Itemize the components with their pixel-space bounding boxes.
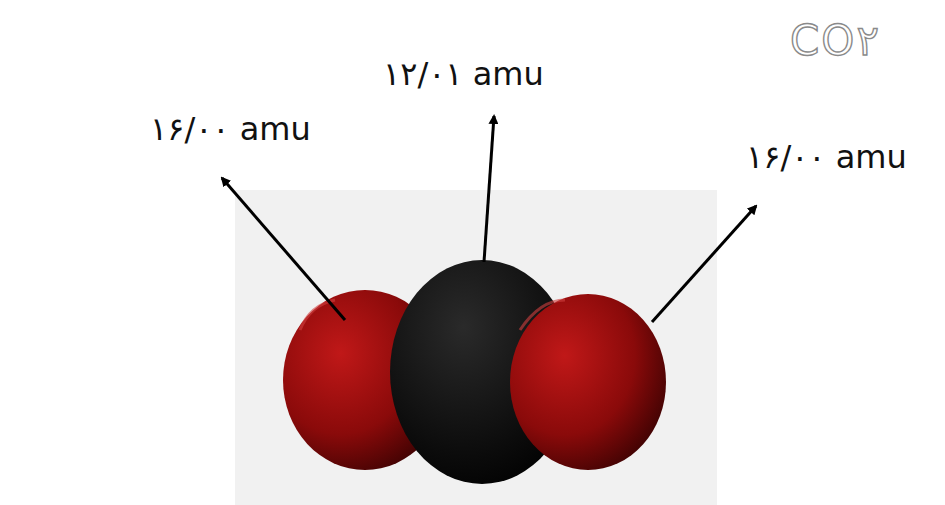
- formula-note: CO۲: [790, 18, 879, 64]
- mass-label: ۱۲/۰۱ amu: [383, 57, 544, 92]
- photo-ground: [235, 190, 717, 505]
- oxygen-atom: [510, 294, 666, 470]
- leader-arrow: [652, 206, 756, 322]
- mass-label: ۱۶/۰۰ amu: [150, 112, 311, 147]
- leader-arrow: [222, 178, 345, 320]
- leader-arrow: [484, 116, 494, 262]
- mass-label: ۱۶/۰۰ amu: [746, 140, 907, 175]
